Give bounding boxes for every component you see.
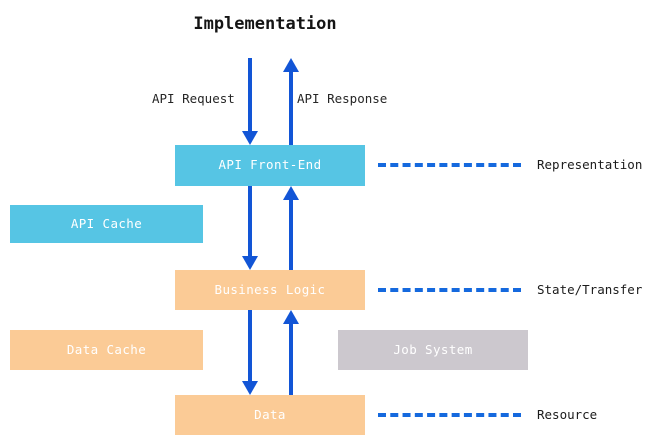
arrow-front-to-logic-head (242, 256, 258, 270)
node-api-cache-label: API Cache (70, 215, 143, 231)
arrow-logic-to-front-line (289, 200, 293, 270)
node-data-label: Data (254, 406, 286, 422)
arrow-response-out-head (283, 58, 299, 72)
dashed-line-icon (378, 288, 521, 292)
arrow-request-in-line (248, 58, 252, 132)
node-api-front-end[interactable]: API Front-End (175, 145, 365, 186)
page-title: Implementation (193, 14, 337, 34)
node-business-logic-label: Business Logic (214, 281, 326, 297)
dashed-line-icon (378, 413, 521, 417)
flow-label-api-response: API Response (297, 91, 388, 106)
connector-representation-label: Representation (537, 156, 643, 172)
arrow-front-to-logic-line (248, 186, 252, 257)
connector-state-transfer-label: State/Transfer (537, 281, 643, 297)
flow-label-api-request: API Request (152, 91, 235, 106)
node-job-system-label: Job System (393, 341, 473, 357)
node-data[interactable]: Data (175, 395, 365, 435)
arrow-data-to-logic-line (289, 324, 293, 395)
node-api-front-end-label: API Front-End (218, 157, 322, 173)
connector-representation: Representation (378, 157, 642, 173)
node-data-cache[interactable]: Data Cache (10, 330, 203, 370)
arrow-logic-to-front-head (283, 186, 299, 200)
node-job-system[interactable]: Job System (338, 330, 528, 370)
connector-resource: Resource (378, 407, 597, 423)
dashed-line-icon (378, 163, 521, 167)
arrow-response-out-line (289, 72, 293, 145)
arrow-data-to-logic-head (283, 310, 299, 324)
arrow-logic-to-data-head (242, 381, 258, 395)
connector-resource-label: Resource (537, 406, 598, 422)
arrow-logic-to-data-line (248, 310, 252, 381)
node-data-cache-label: Data Cache (66, 341, 147, 357)
node-business-logic[interactable]: Business Logic (175, 270, 365, 310)
connector-state-transfer: State/Transfer (378, 282, 642, 298)
arrow-request-in-head (242, 131, 258, 145)
node-api-cache[interactable]: API Cache (10, 205, 203, 243)
